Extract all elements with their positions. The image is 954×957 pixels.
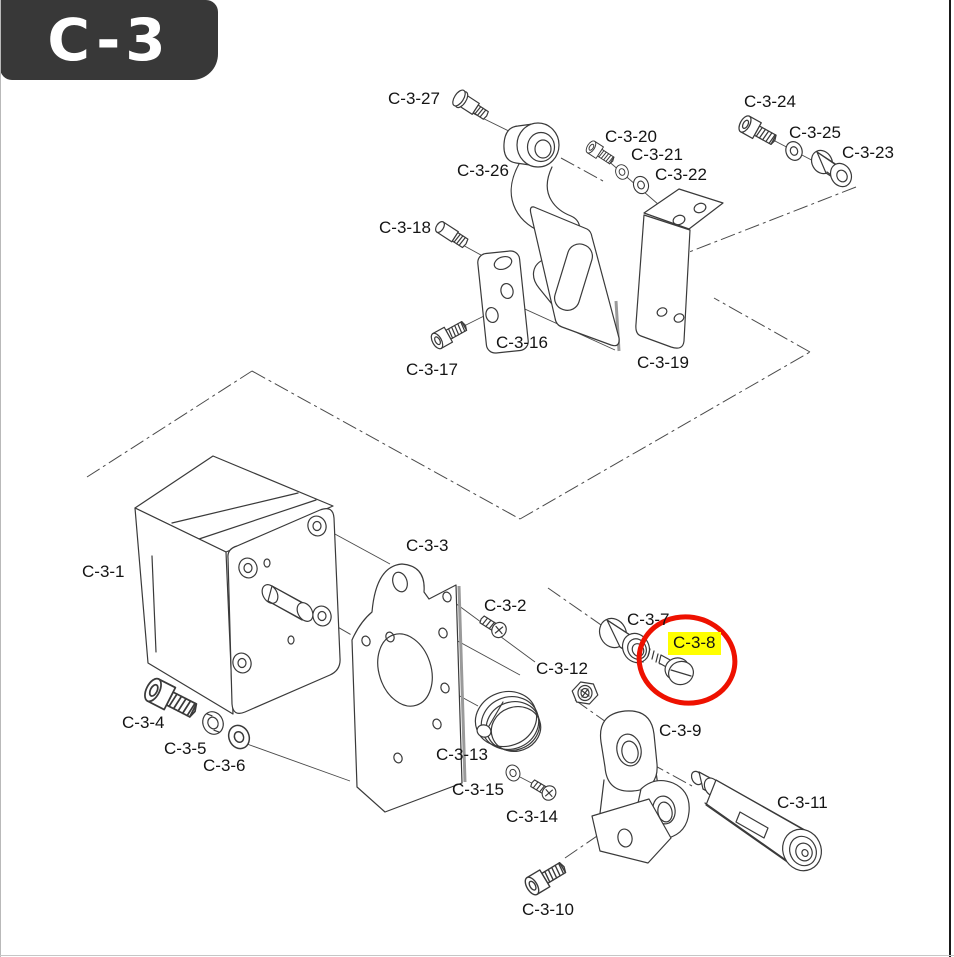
part-c-3-15-washer xyxy=(503,762,523,784)
part-c-3-13-spring xyxy=(474,690,542,752)
part-c-3-6-washer xyxy=(224,721,254,753)
frame-bottom-edge xyxy=(0,955,954,956)
part-c-3-17-screw xyxy=(428,317,471,352)
part-c-3-2-screw xyxy=(476,611,510,641)
part-c-3-12-nut xyxy=(571,681,599,705)
part-c-3-22-washer xyxy=(630,173,652,197)
part-c-3-18-setscrew xyxy=(435,221,469,249)
part-c-3-7-spacer xyxy=(598,617,651,664)
section-badge: C-3 xyxy=(0,0,218,80)
part-c-3-16-bracket xyxy=(477,250,529,354)
part-c-3-11-shaft xyxy=(690,770,822,872)
highlight-ellipse xyxy=(636,614,738,706)
part-c-3-3-plate xyxy=(351,563,467,813)
part-c-3-27-screw xyxy=(452,89,489,120)
axis-lines xyxy=(246,107,851,789)
part-c-3-25-washer xyxy=(782,138,806,164)
part-c-3-1-motor xyxy=(134,455,341,715)
part-c-3-14-screw xyxy=(527,775,560,804)
part-c-3-23-spacer xyxy=(810,149,853,188)
part-c-3-10-screw xyxy=(521,857,570,898)
frame-right-edge xyxy=(949,0,951,957)
part-c-3-20-screw xyxy=(583,138,617,168)
frame-left-edge xyxy=(0,0,1,957)
part-c-3-9-bracket xyxy=(591,710,690,864)
part-c-3-8-screw xyxy=(647,648,694,686)
part-c-3-19-bracket xyxy=(635,188,724,349)
part-c-3-5-lockwasher xyxy=(202,711,224,735)
part-slotted-plate xyxy=(529,206,620,347)
part-c-3-24-screw xyxy=(735,113,780,149)
